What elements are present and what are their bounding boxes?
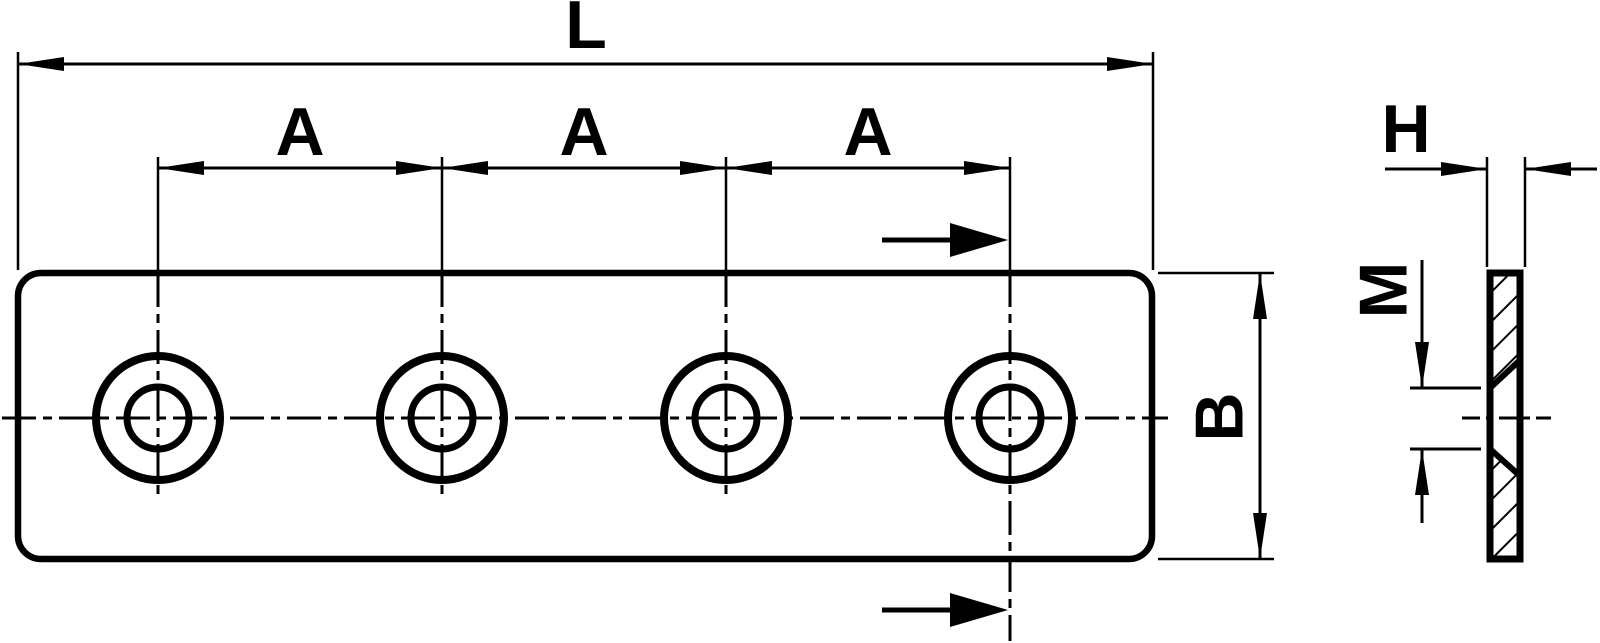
countersink-edge-top [1487,358,1522,391]
hole-center-lines [156,157,1012,641]
arrowhead-left-icon [1525,162,1571,176]
section-outline [1486,269,1524,563]
view-arrow-icon [950,223,1008,257]
label-B: B [1181,392,1257,441]
hatch-lower [1488,451,1521,556]
arrowhead-left-icon [18,57,64,71]
dimension-overall-length: L [16,0,1155,270]
section-view-arrows [882,223,1008,627]
countersink-edge-bottom [1487,446,1522,478]
arrowhead-icon [726,161,772,175]
label-A-3: A [843,94,892,170]
arrowhead-down-icon [1253,513,1267,559]
arrowhead-up-icon [1415,449,1429,495]
view-arrow-bottom [882,593,1008,627]
hole-3 [660,352,792,484]
label-A-1: A [275,94,324,170]
arrowhead-right-icon [1107,57,1153,71]
hole-2 [376,352,508,484]
countersunk-holes [92,352,1076,484]
arrowhead-icon [680,161,726,175]
dimension-plate-width: B [1158,271,1274,561]
hatch-upper [1488,276,1521,390]
hole-1 [92,352,224,484]
arrowhead-icon [396,161,442,175]
dimension-plate-thickness: H [1381,91,1597,267]
dimension-hole-spacing: A A A [158,94,1010,175]
view-arrow-icon [950,593,1008,627]
dimension-thread-size: M [1345,260,1481,523]
arrowhead-icon [442,161,488,175]
arrowhead-icon [158,161,204,175]
label-L: L [565,0,607,63]
arrowhead-icon [964,161,1010,175]
side-section-view [1462,269,1551,563]
view-arrow-top [882,223,1008,257]
front-view [2,157,1168,641]
label-H: H [1381,91,1430,167]
hole-4 [944,352,1076,484]
arrowhead-right-icon [1441,162,1487,176]
arrowhead-up-icon [1253,273,1267,319]
arrowhead-down-icon [1415,342,1429,388]
label-A-2: A [559,94,608,170]
plate-outline [14,269,1156,563]
label-M: M [1345,262,1421,319]
